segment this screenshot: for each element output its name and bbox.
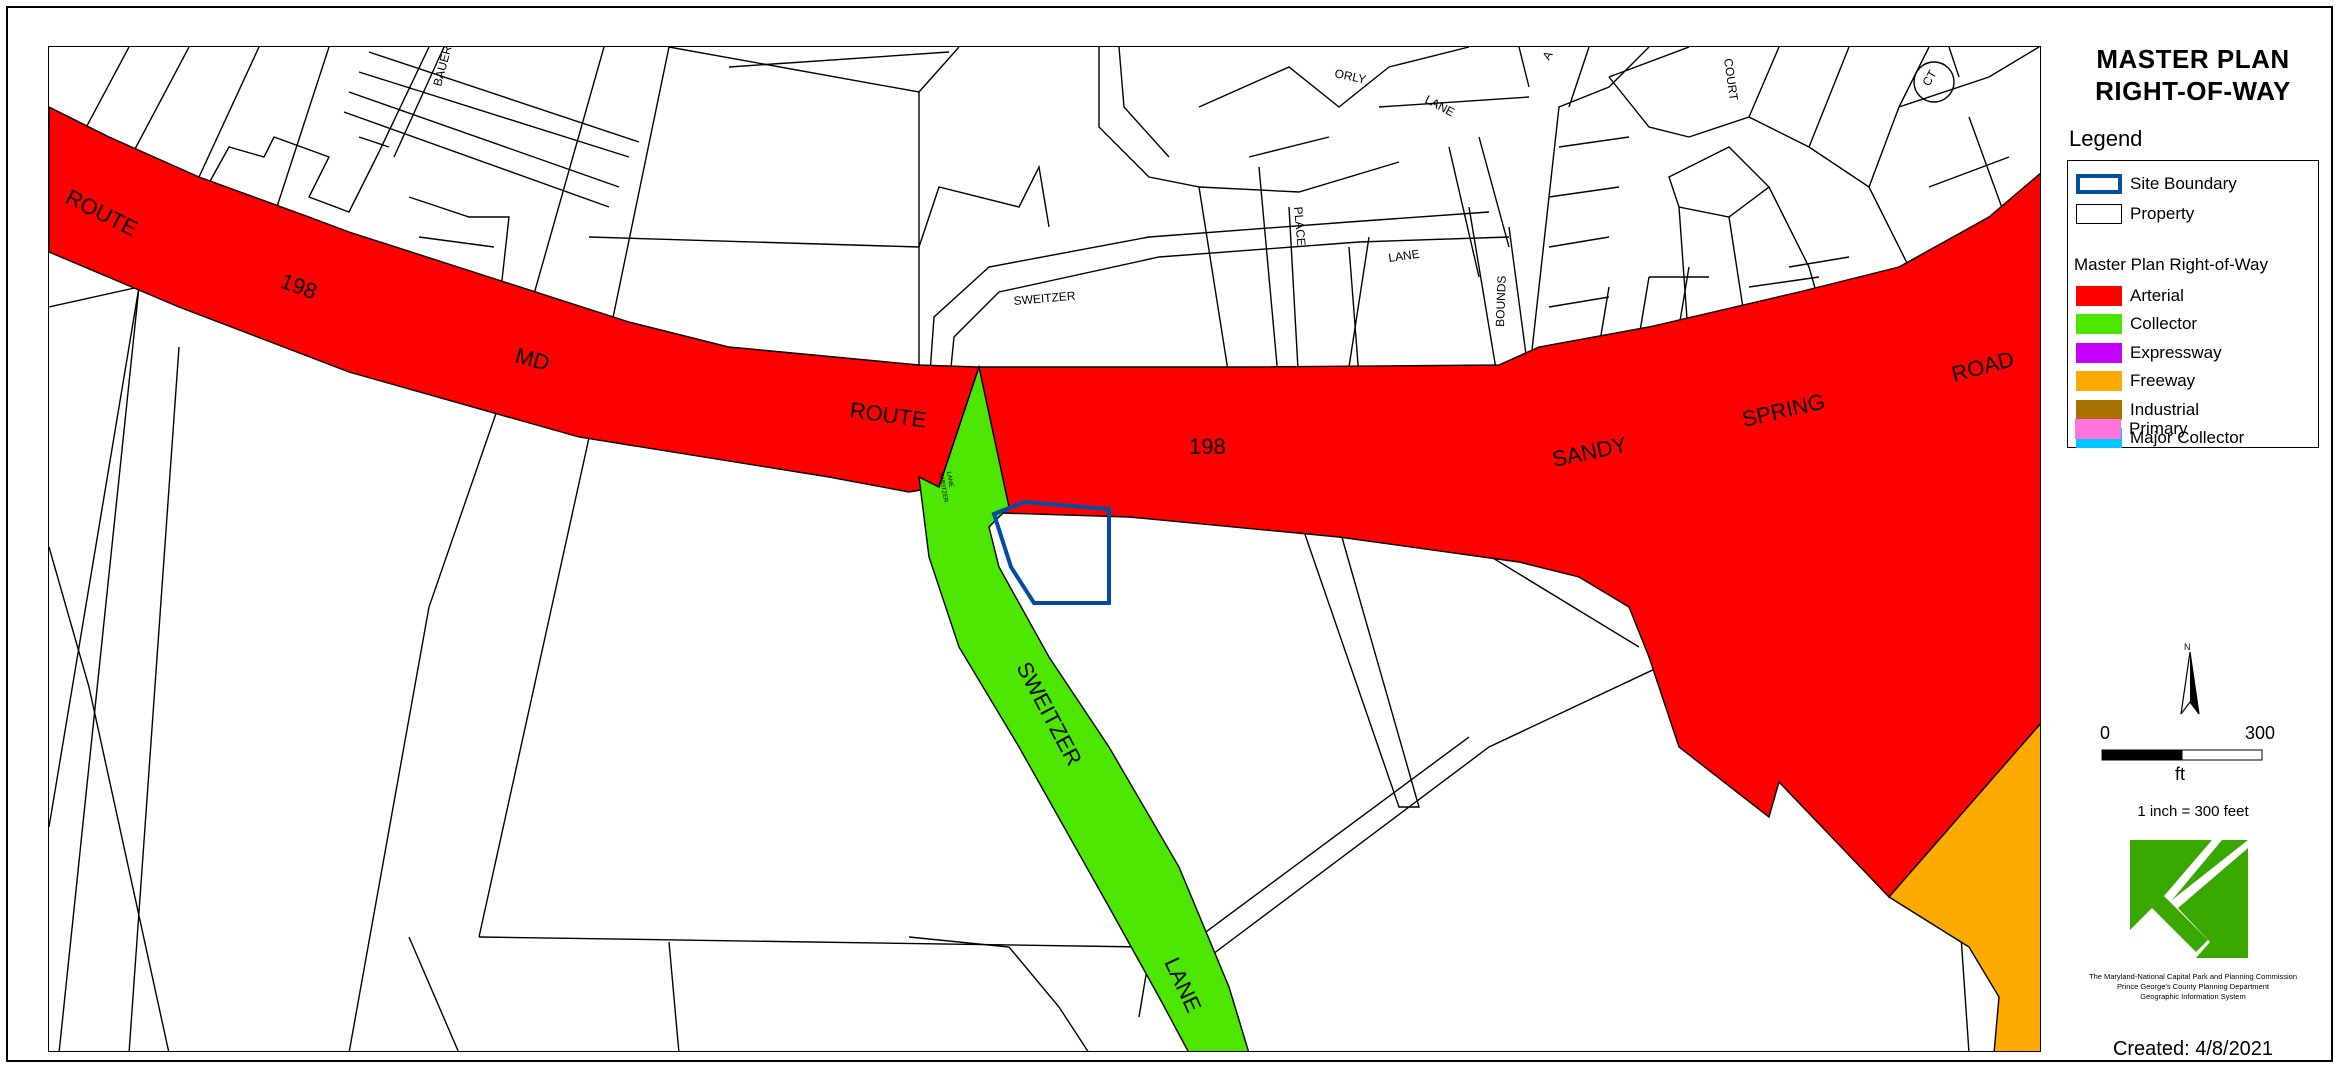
legend-box: Site Boundary Property Master Plan Right… [2067,160,2319,448]
label-place: PLACE [1291,206,1308,246]
legend-row-site-boundary: Site Boundary [2076,173,2237,195]
expressway-swatch [2076,343,2122,363]
scale-unit: ft [2175,764,2186,784]
label-lane-tiny: LANE [945,471,954,487]
credit-line-1: The Maryland-National Capital Park and P… [2088,972,2297,981]
legend-label-freeway: Freeway [2130,371,2196,390]
label-a: A [1539,49,1555,63]
legend-row-freeway: Freeway [2076,370,2195,392]
map-canvas[interactable]: ROUTE 198 MD ROUTE 198 SANDY SPRING ROAD… [48,46,2041,1052]
label-bounds: BOUNDS [1493,275,1509,327]
legend-row-arterial: Arterial [2076,285,2184,307]
freeway-swatch [2076,371,2122,391]
legend-label-expressway: Expressway [2130,343,2222,362]
label-sweitzer-tiny: SWEITZER [937,471,948,503]
label-lane-north: LANE [1387,247,1420,265]
label-court: COURT [1721,57,1741,102]
property-swatch [2076,204,2122,224]
map-title-line2: RIGHT-OF-WAY [2095,76,2291,106]
legend-label-collector: Collector [2130,314,2198,333]
legend-label-site-boundary: Site Boundary [2130,174,2237,193]
collector-swatch [2076,314,2122,334]
svg-text:N: N [2184,642,2191,652]
legend-heading: Legend [2069,126,2143,151]
label-bauer: BAUER [430,47,454,88]
arterial-row-east[interactable] [938,172,2041,899]
industrial-swatch [2076,400,2122,420]
legend-row-primary: Primary [2075,418,2188,440]
map-frame: ROUTE 198 MD ROUTE 198 SANDY SPRING ROAD… [6,6,2333,1062]
collector-row[interactable] [918,364,1250,1052]
credit-line-2: Prince George's County Planning Departme… [2117,982,2269,991]
legend-row-expressway: Expressway [2076,342,2222,364]
label-sweitzer-north: SWEITZER [1013,289,1076,308]
credit-line-3: Geographic Information System [2140,992,2246,1001]
site-boundary-swatch [2076,174,2122,194]
primary-swatch [2075,419,2121,439]
site-boundary[interactable] [991,499,1111,605]
legend-row-collector: Collector [2076,313,2197,335]
legend-label-industrial: Industrial [2130,400,2199,419]
mncppc-logo [2130,840,2248,958]
legend-label-property: Property [2130,204,2195,223]
freeway-row[interactable] [1887,722,2041,1052]
legend-subheading: Master Plan Right-of-Way [2074,255,2268,274]
scale-zero: 0 [2100,723,2111,743]
label-orly: ORLY [1333,66,1367,86]
legend-row-property: Property [2076,203,2194,225]
map-svg: ROUTE 198 MD ROUTE 198 SANDY SPRING ROAD… [49,47,2041,1052]
created-date: Created: 4/8/2021 [2112,1038,2274,1060]
label-ct: CT [1919,67,1939,88]
scale-ratio: 1 inch = 300 feet [2137,803,2249,820]
label-198-central: 198 [1189,434,1226,459]
side-panel: MASTER PLAN RIGHT-OF-WAY Legend Site Bou… [2053,38,2333,1068]
legend-label-primary: Primary [2129,419,2188,438]
arterial-swatch [2076,286,2122,306]
arterial-row-west[interactable] [49,106,980,493]
legend-label-major-collector: Major Collector [2130,428,2245,447]
map-title-line1: MASTER PLAN [2096,44,2290,74]
north-arrow-icon: N [2180,642,2200,715]
scale-bar [2101,749,2263,761]
legend-row-industrial: Industrial [2076,399,2199,421]
scale-max: 300 [2245,723,2276,743]
legend-label-arterial: Arterial [2130,286,2184,305]
label-lane-orly: LANE [1423,92,1457,119]
